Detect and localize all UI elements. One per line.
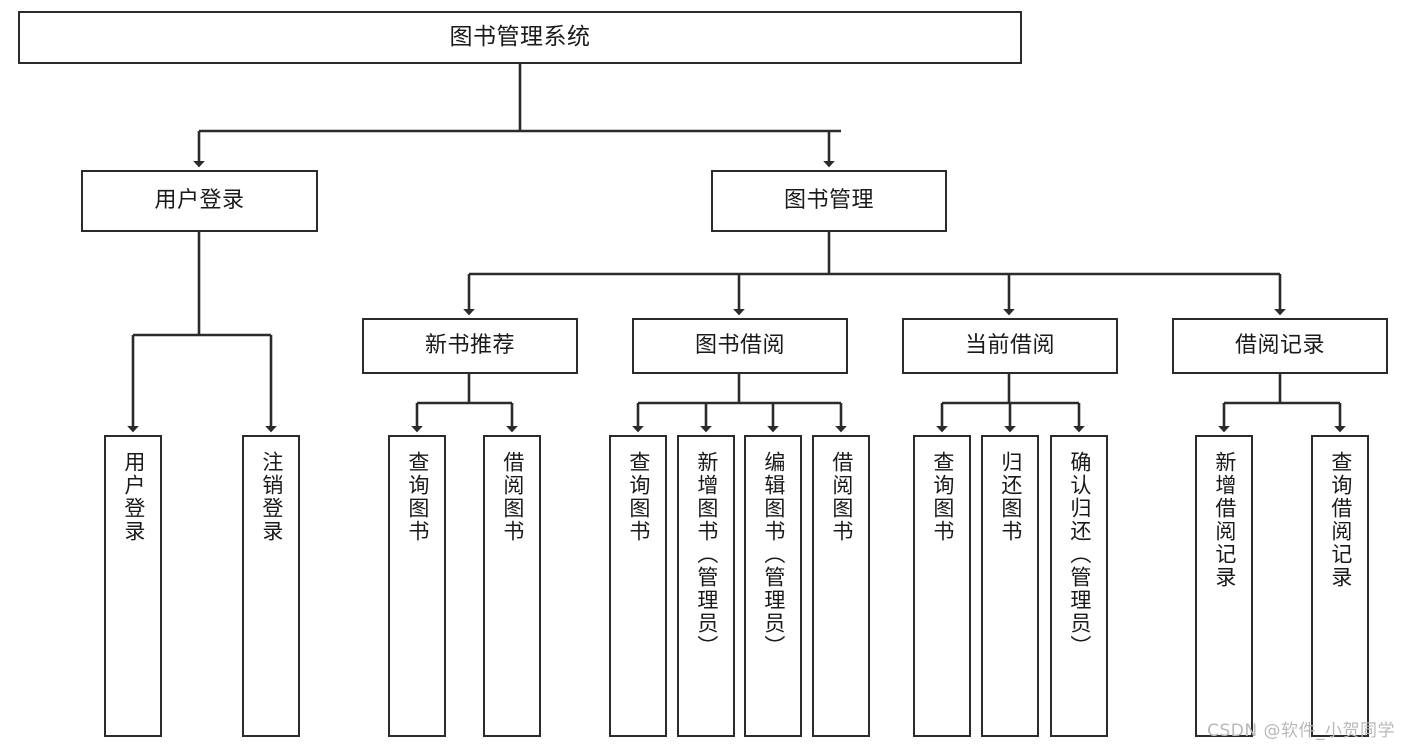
node-label: 归还图书 bbox=[998, 451, 1023, 543]
leaf-new-book-query-book[interactable]: 查询图书 bbox=[388, 435, 446, 737]
node-label: 新增图书（管理员） bbox=[694, 451, 719, 658]
leaf-current-return-book[interactable]: 归还图书 bbox=[981, 435, 1039, 737]
leaf-borrow-query-book[interactable]: 查询图书 bbox=[609, 435, 667, 737]
node-label: 图书借阅 bbox=[694, 332, 785, 358]
node-current-borrow[interactable]: 当前借阅 bbox=[902, 318, 1118, 374]
leaf-borrow-add-book-admin[interactable]: 新增图书（管理员） bbox=[677, 435, 735, 737]
node-label: 用户登录 bbox=[121, 451, 146, 543]
node-label: 当前借阅 bbox=[964, 332, 1055, 358]
node-label: 注销登录 bbox=[259, 451, 284, 543]
node-label: 查询图书 bbox=[626, 451, 651, 543]
node-label: 借阅图书 bbox=[829, 451, 854, 543]
node-book-management[interactable]: 图书管理 bbox=[711, 170, 947, 232]
node-new-book-recommend[interactable]: 新书推荐 bbox=[362, 318, 578, 374]
node-label: 编辑图书（管理员） bbox=[761, 451, 786, 658]
leaf-borrow-borrow-book[interactable]: 借阅图书 bbox=[812, 435, 870, 737]
leaf-record-query-borrow-record[interactable]: 查询借阅记录 bbox=[1311, 435, 1369, 737]
leaf-user-login-login[interactable]: 用户登录 bbox=[104, 435, 162, 737]
node-label: 新书推荐 bbox=[424, 332, 515, 358]
leaf-current-confirm-return-admin[interactable]: 确认归还（管理员） bbox=[1050, 435, 1108, 737]
node-borrow-record[interactable]: 借阅记录 bbox=[1172, 318, 1388, 374]
node-label: 查询借阅记录 bbox=[1328, 451, 1353, 589]
node-label: 图书管理 bbox=[783, 187, 874, 213]
node-label: 用户登录 bbox=[154, 187, 245, 213]
node-label: 借阅图书 bbox=[500, 451, 525, 543]
leaf-new-book-borrow-book[interactable]: 借阅图书 bbox=[483, 435, 541, 737]
node-label: 借阅记录 bbox=[1234, 332, 1325, 358]
node-label: 新增借阅记录 bbox=[1212, 451, 1237, 589]
leaf-current-query-book[interactable]: 查询图书 bbox=[913, 435, 971, 737]
node-label: 图书管理系统 bbox=[449, 24, 591, 51]
node-label: 确认归还（管理员） bbox=[1067, 451, 1092, 658]
node-user-login[interactable]: 用户登录 bbox=[81, 170, 318, 232]
node-root-book-management-system[interactable]: 图书管理系统 bbox=[18, 11, 1022, 64]
leaf-record-add-borrow-record[interactable]: 新增借阅记录 bbox=[1195, 435, 1253, 737]
node-label: 查询图书 bbox=[405, 451, 430, 543]
leaf-user-login-logout[interactable]: 注销登录 bbox=[242, 435, 300, 737]
node-label: 查询图书 bbox=[930, 451, 955, 543]
node-book-borrow[interactable]: 图书借阅 bbox=[632, 318, 848, 374]
leaf-borrow-edit-book-admin[interactable]: 编辑图书（管理员） bbox=[744, 435, 802, 737]
csdn-watermark: CSDN @软件_小贺同学 bbox=[1207, 721, 1395, 741]
